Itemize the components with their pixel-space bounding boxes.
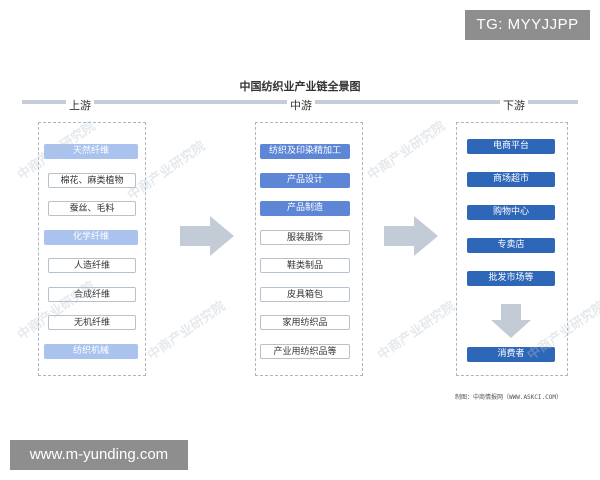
midstream-node: 鞋类制品 — [260, 258, 350, 273]
midstream-node: 纺织及印染精加工 — [260, 144, 350, 159]
downstream-node: 批发市场等 — [467, 271, 555, 286]
watermark-stamp: 中商产业研究院 — [375, 298, 459, 364]
upstream-node: 天然纤维 — [44, 144, 138, 159]
midstream-node: 服装服饰 — [260, 229, 350, 245]
watermark-stamp: 中商产业研究院 — [145, 298, 229, 364]
upstream-node: 纺织机械 — [44, 343, 138, 359]
midstream-node: 产品制造 — [260, 201, 350, 216]
downstream-column — [456, 122, 568, 376]
watermark-tag: TG: MYYJJPP — [465, 10, 590, 40]
downstream-node: 电商平台 — [467, 139, 555, 154]
downstream-node: 商场超市 — [467, 172, 555, 187]
midstream-node: 家用纺织品 — [260, 315, 350, 330]
midstream-node: 产业用纺织品等 — [260, 343, 350, 359]
midstream-node: 皮具箱包 — [260, 286, 350, 302]
stage-label-upstream: 上游 — [66, 97, 94, 113]
midstream-node: 产品设计 — [260, 172, 350, 188]
downstream-node: 购物中心 — [467, 205, 555, 220]
arrow-down-icon — [491, 304, 531, 338]
source-note: 制图：中商情报网（WWW.ASKCI.COM） — [455, 394, 562, 401]
watermark-stamp: 中商产业研究院 — [365, 118, 449, 184]
downstream-node: 专卖店 — [467, 238, 555, 253]
arrow-right-icon — [384, 216, 438, 256]
upstream-column — [38, 122, 146, 376]
upstream-node: 化学纤维 — [44, 229, 138, 245]
watermark-url: www.m-yunding.com — [10, 440, 188, 470]
upstream-node: 合成纤维 — [48, 286, 136, 302]
consumer-node: 消费者 — [467, 347, 555, 362]
upstream-node: 棉花、麻类植物 — [48, 172, 136, 188]
upstream-node: 人造纤维 — [48, 258, 136, 273]
midstream-column — [255, 122, 363, 376]
upstream-node: 无机纤维 — [48, 315, 136, 330]
upstream-node: 蚕丝、毛料 — [48, 201, 136, 216]
stage-label-midstream: 中游 — [287, 97, 315, 113]
stage-label-downstream: 下游 — [500, 97, 528, 113]
diagram-title: 中国纺织业产业链全景图 — [239, 80, 361, 93]
arrow-right-icon — [180, 216, 234, 256]
